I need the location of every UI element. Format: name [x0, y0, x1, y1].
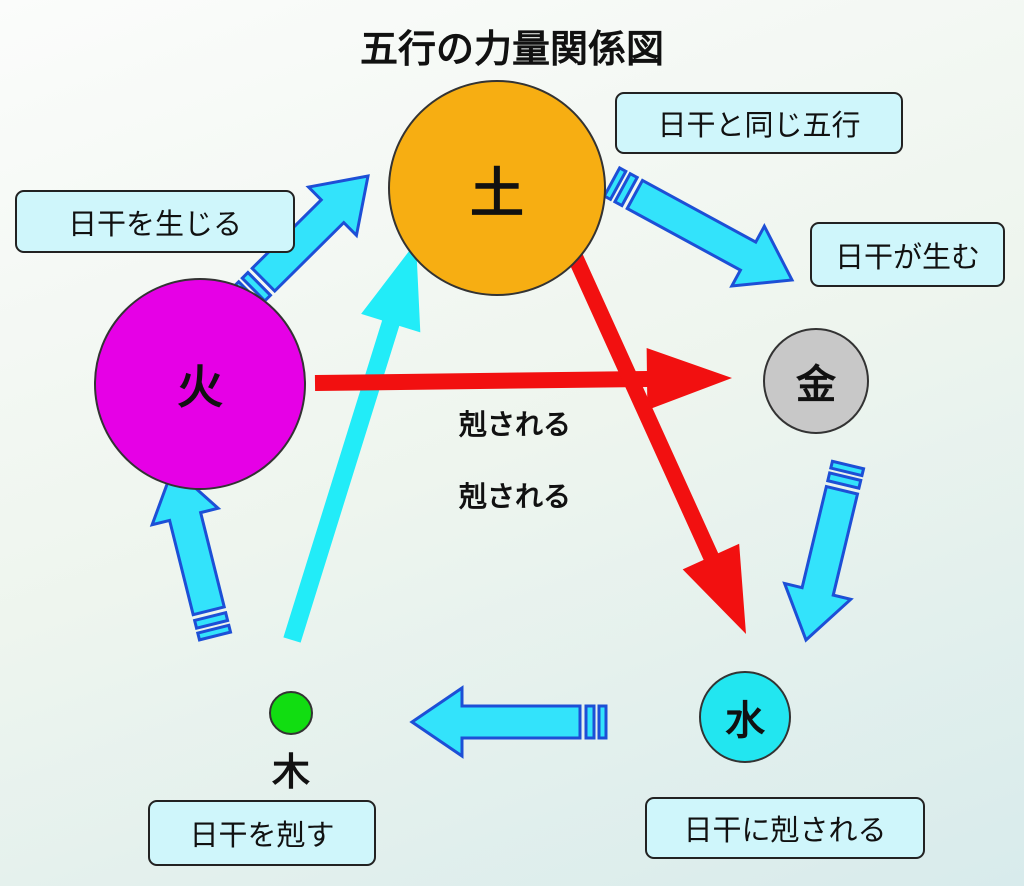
arrow-fire-to-earth — [250, 174, 370, 294]
wood-circle — [269, 691, 313, 735]
arrow-water-to-wood-stripe — [597, 704, 608, 740]
water-label: 水 — [725, 697, 765, 744]
arrow-wood-to-fire-stripe — [192, 610, 230, 631]
diagram-title: 五行の力量関係図 — [359, 27, 664, 71]
label-same: 日干と同じ五行 — [615, 92, 903, 154]
label-i-control: 日干に剋される — [645, 797, 925, 859]
water-circle: 水 — [699, 671, 791, 763]
earth-label: 土 — [470, 160, 524, 225]
label-controls-me: 日干を剋す — [148, 800, 376, 866]
arrow-earth-to-metal-stripe — [612, 171, 640, 208]
metal-label: 金 — [796, 361, 836, 408]
wood-label: 木 — [271, 748, 310, 794]
red-arrow-fire-to-metal — [314, 348, 732, 411]
arrow-water-to-wood-stripe — [584, 704, 596, 740]
fire-label: 火 — [177, 360, 223, 414]
arrow-earth-to-metal — [625, 178, 795, 288]
arrow-fire-to-earth-stripe — [240, 270, 273, 304]
label-i-generate: 日干が生む — [810, 222, 1005, 287]
metal-circle: 金 — [763, 328, 869, 434]
arrow-metal-to-water-stripe — [828, 459, 866, 478]
arrow-wood-to-fire — [149, 465, 227, 617]
red-arrow-earth-to-water — [564, 246, 746, 634]
arrow-earth-to-metal-stripe — [602, 165, 628, 202]
thin-arrow-wood-to-earth — [283, 242, 421, 643]
fire-circle: 火 — [94, 278, 306, 490]
arrow-metal-to-water — [782, 484, 860, 643]
relation-text-2: 剋される — [458, 480, 571, 513]
label-generates-me: 日干を生じる — [15, 190, 295, 253]
earth-circle: 土 — [388, 80, 606, 296]
arrow-water-to-wood — [409, 685, 582, 759]
arrow-wood-to-fire-stripe — [195, 623, 233, 642]
relation-text-1: 剋される — [458, 408, 571, 441]
arrow-metal-to-water-stripe — [825, 471, 863, 490]
